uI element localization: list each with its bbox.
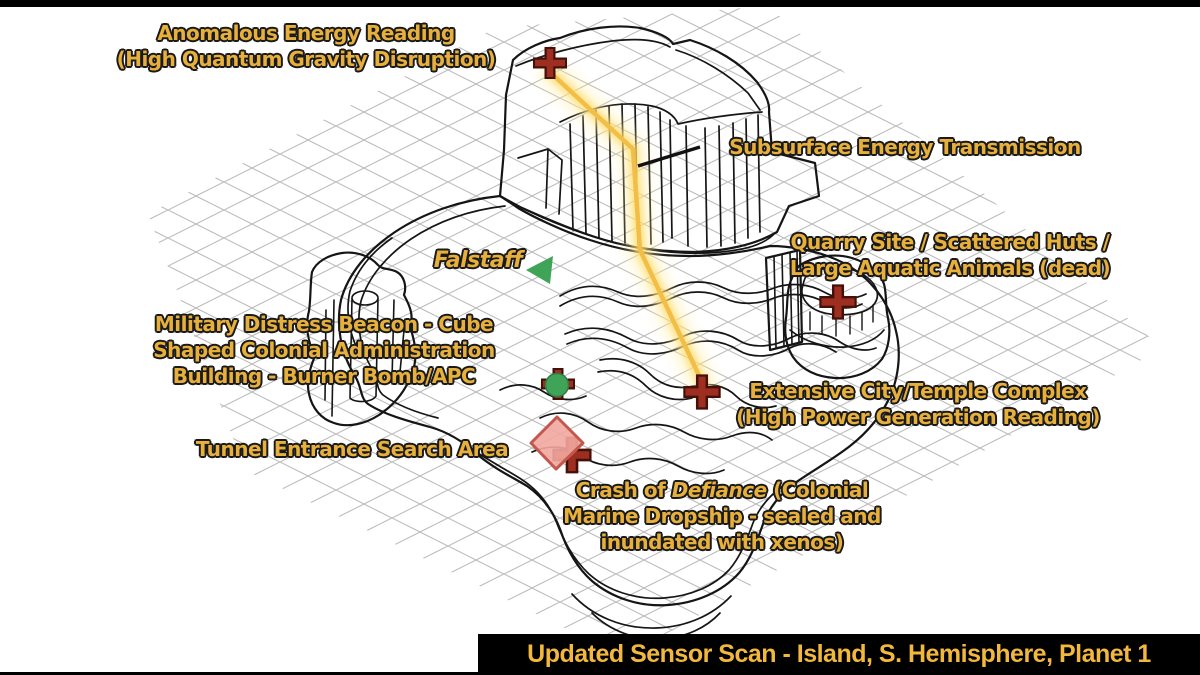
map-label-beacon: Military Distress Beacon - Cube Shaped C… [153,311,495,389]
map-label-city: Extensive City/Temple Complex (High Powe… [736,378,1100,430]
label-line: Subsurface Energy Transmission [729,135,1081,159]
crash-ship-name: Defiance [671,478,767,502]
west-outcrop [306,251,417,427]
label-line: Crash of Defiance (Colonial [563,477,881,503]
label-line: inundated with xenos) [600,530,844,554]
label-line: Shaped Colonial Administration [153,338,495,362]
beacon-dot-icon [544,372,570,398]
label-line: Anomalous Energy Reading [157,21,455,45]
quarry-mesa [764,248,891,380]
scan-title-bar: Updated Sensor Scan - Island, S. Hemisph… [478,634,1200,675]
letterbox-top-bar [0,0,1200,7]
plateau-coast-outline [337,194,900,607]
energy-beam-core [549,71,706,387]
map-label-tunnel: Tunnel Entrance Search Area [195,436,509,462]
map-label-quarry: Quarry Site / Scattered Huts / Large Aqu… [789,229,1111,281]
label-line: Quarry Site / Scattered Huts / [790,230,1110,254]
tunnel-search-area-diamond-icon [529,415,585,471]
map-label-crash: Crash of Defiance (Colonial Marine Drops… [563,477,881,555]
crash-post: (Colonial [766,478,869,502]
label-line: (High Power Generation Reading) [736,405,1100,429]
label-line: Tunnel Entrance Search Area [195,437,509,461]
island-wireframe [306,25,900,641]
map-label-anomalous: Anomalous Energy Reading (High Quantum G… [117,20,496,72]
label-line: (High Quantum Gravity Disruption) [116,47,496,71]
label-line: Marine Dropship - sealed and [563,504,881,528]
terrace-lines [347,205,785,641]
iso-grid-patch [148,6,1162,658]
map-label-falstaff: Falstaff [434,248,523,274]
label-line: Extensive City/Temple Complex [749,379,1087,403]
subsurface-pointer-line [637,145,701,168]
crash-pre: Crash of [575,478,672,502]
label-line: Building - Burner Bomb/APC [172,364,476,388]
label-line: Falstaff [433,248,523,273]
map-markers [526,47,857,473]
label-line: Large Aquatic Animals (dead) [789,256,1111,280]
energy-beam [539,61,716,397]
falstaff-triangle-icon [526,256,553,284]
label-line: Military Distress Beacon - Cube [154,312,494,336]
map-label-subsurface: Subsurface Energy Transmission [729,134,1081,160]
scan-title-text: Updated Sensor Scan - Island, S. Hemisph… [527,640,1151,668]
